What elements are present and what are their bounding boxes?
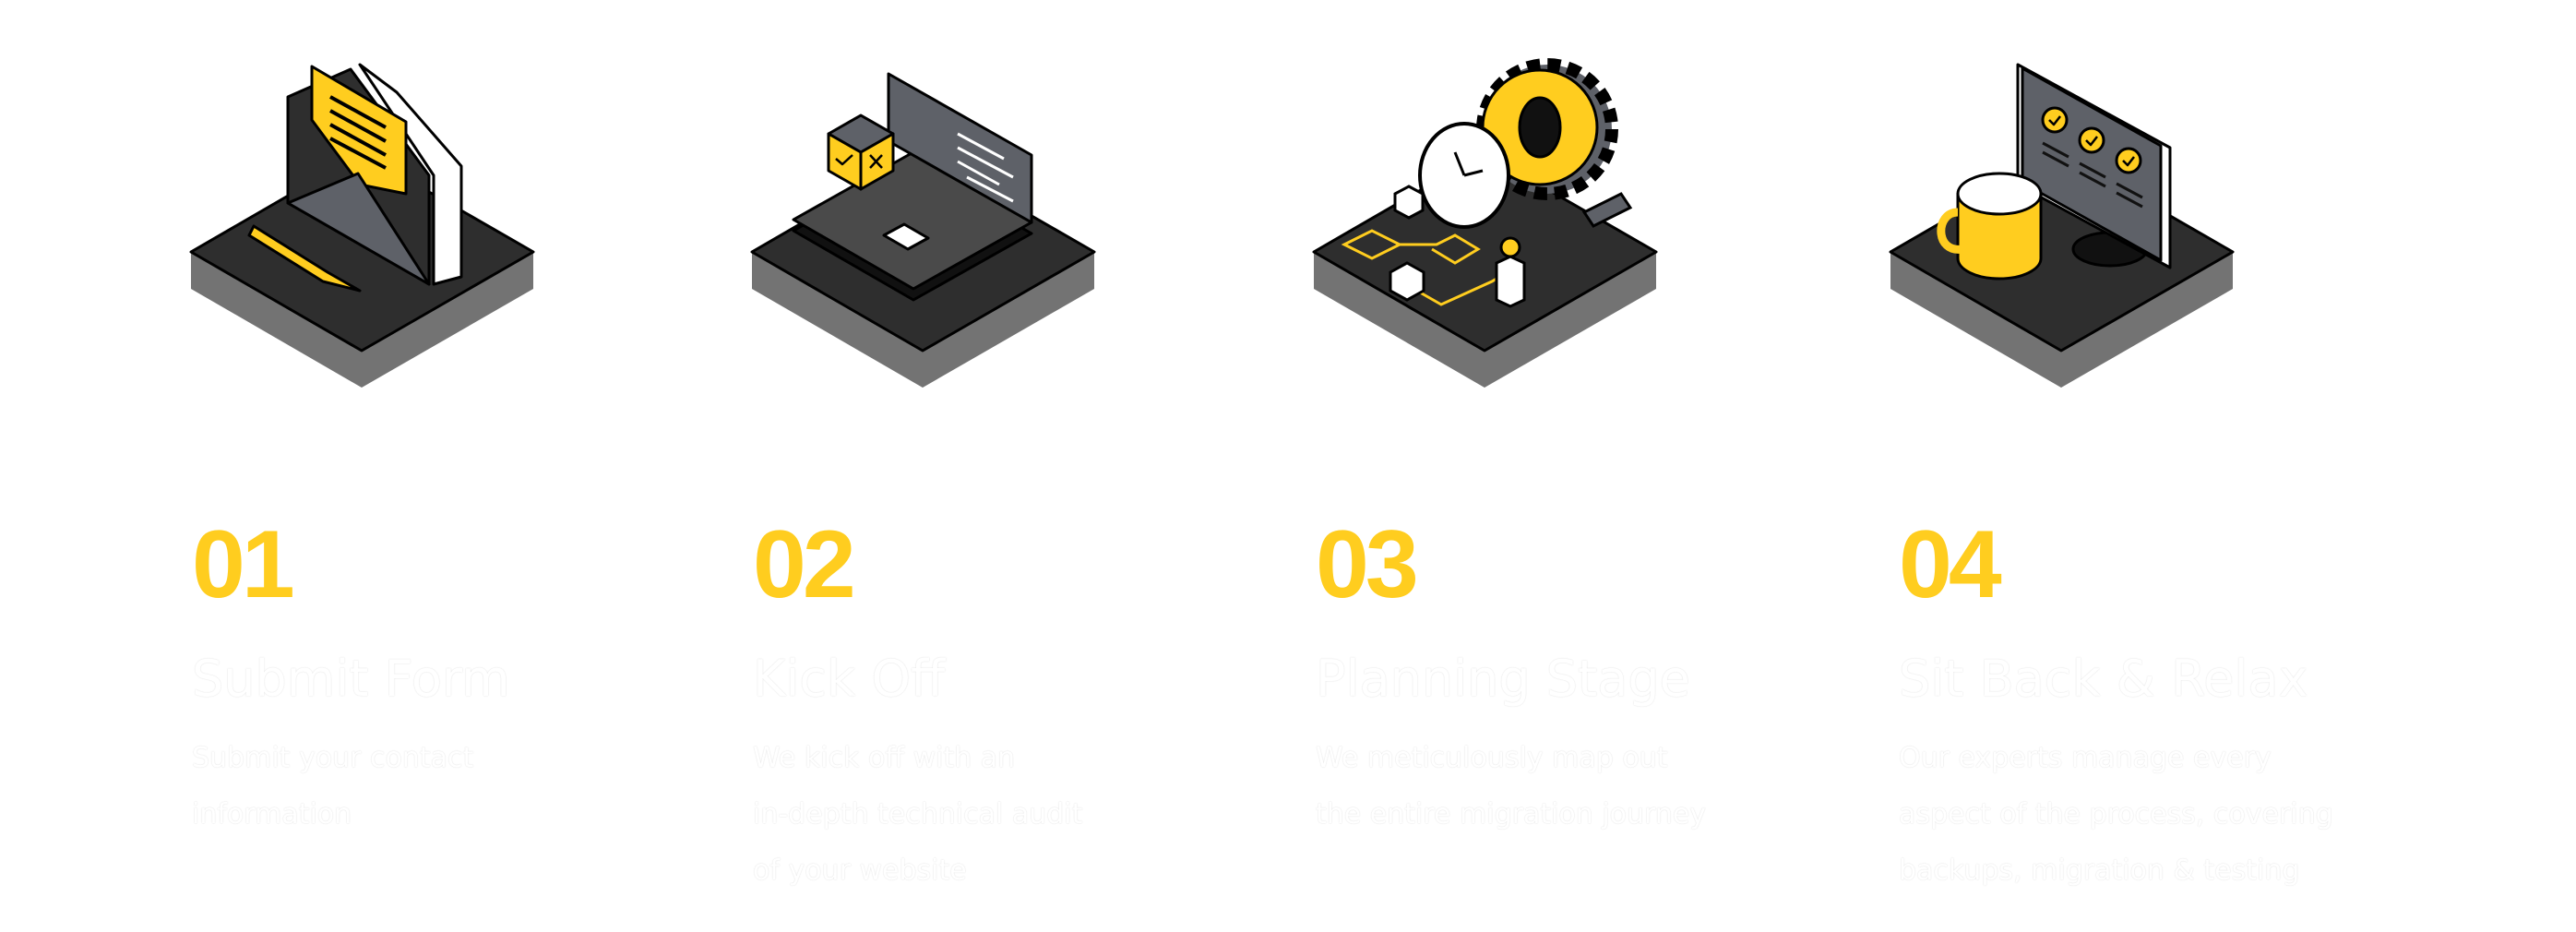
step-number: 03: [1316, 511, 1419, 618]
monitor-checklist-mug-icon: [1889, 63, 2235, 388]
step-title: Planning Stage: [1316, 650, 1690, 708]
description-line: the entire migration journey: [1316, 798, 1707, 831]
step-number: 01: [192, 511, 295, 618]
description-line: We kick off with an: [753, 742, 1016, 775]
description-line: backups, migration & testing: [1899, 854, 2300, 888]
step-1: 01 Submit Form Submit your contact infor…: [192, 517, 709, 842]
gear-clock-flowchart-icon: [1312, 58, 1658, 388]
description-line: aspect of the process, covering: [1899, 798, 2333, 831]
description-line: Our experts manage every: [1899, 742, 2272, 775]
step-description: Submit your contact information: [192, 730, 709, 842]
step-3: 03 Planning Stage We meticulously map ou…: [1316, 517, 1832, 842]
step-title: Kick Off: [753, 650, 946, 708]
description-line: information: [192, 798, 352, 831]
step-4: 04 Sit Back & Relax Our experts manage e…: [1899, 517, 2415, 899]
step-2: 02 Kick Off We kick off with an in-depth…: [753, 517, 1270, 899]
step-number: 04: [1899, 511, 2002, 618]
description-line: We meticulously map out: [1316, 742, 1668, 775]
description-line: Submit your contact: [192, 742, 474, 775]
step-description: We kick off with an in-depth technical a…: [753, 730, 1270, 899]
description-line: of your website: [753, 854, 967, 888]
step-title: Sit Back & Relax: [1899, 650, 2308, 708]
laptop-checkbox-icon: [750, 72, 1096, 388]
step-description: We meticulously map out the entire migra…: [1316, 730, 1832, 842]
step-description: Our experts manage every aspect of the p…: [1899, 730, 2415, 899]
step-title: Submit Form: [192, 650, 510, 708]
step-number: 02: [753, 511, 856, 618]
description-line: in-depth technical audit: [753, 798, 1083, 831]
envelope-letter-pencil-icon: [189, 63, 535, 388]
